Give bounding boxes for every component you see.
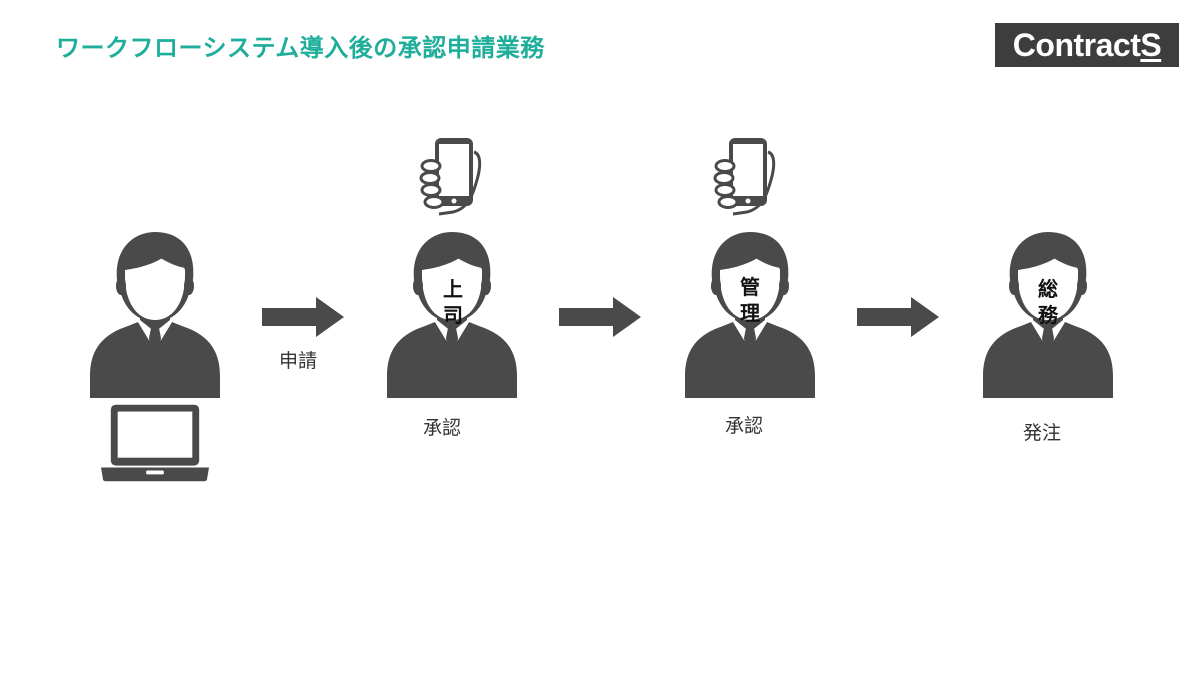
person-label-general-affairs-line2: 務 [1038, 303, 1058, 327]
arrow-right-icon-3 [857, 297, 939, 337]
contracts-logo: ContractS [995, 23, 1179, 67]
person-label-management-line1: 管 [740, 275, 760, 299]
person-label-boss: 上 司 [438, 276, 468, 328]
person-label-management-line2: 理 [740, 301, 760, 325]
arrow-label-apply: 申請 [278, 350, 317, 372]
caption-general-affairs: 発注 [1022, 422, 1061, 444]
caption-boss: 承認 [422, 417, 461, 439]
arrow-right-icon-1 [262, 297, 344, 337]
person-label-general-affairs-line1: 総 [1038, 277, 1058, 301]
person-icon-applicant [90, 228, 220, 398]
caption-management: 承認 [724, 415, 763, 437]
page-title: ワークフローシステム導入後の承認申請業務 [56, 34, 545, 62]
arrow-right-icon-2 [559, 297, 641, 337]
person-label-boss-line1: 上 [443, 277, 463, 301]
person-label-general-affairs: 総 務 [1033, 276, 1063, 328]
person-label-boss-line2: 司 [443, 303, 463, 327]
smartphone-in-hand-icon-management [713, 136, 783, 216]
smartphone-in-hand-icon-boss [419, 136, 489, 216]
laptop-icon [101, 402, 209, 482]
person-label-management: 管 理 [735, 274, 765, 326]
